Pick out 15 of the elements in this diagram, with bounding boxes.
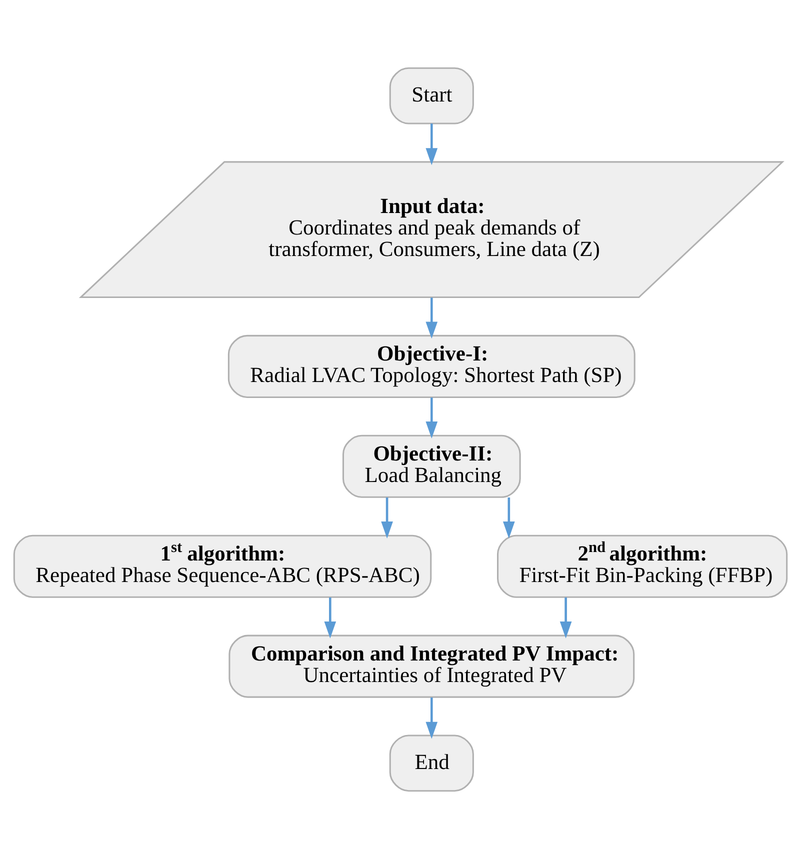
node-box: Objective-II: Load Balancing <box>342 434 521 498</box>
node-box: Objective-I: Radial LVAC Topology: Shortest Path (SP) <box>228 334 636 398</box>
node-box: 2$^{nd}$ algorithm: First-Fit Bin-Packing (FFBP) <box>496 534 788 598</box>
node-box: Start <box>389 67 474 124</box>
arrow <box>426 298 438 339</box>
arrow <box>324 597 336 638</box>
arrow <box>426 697 438 739</box>
arrow <box>502 497 515 538</box>
node-box: 1$^{st}$ algorithm: Repeated Phase Sequence-ABC (RPS-ABC) <box>13 534 432 598</box>
node-box: End <box>389 734 474 792</box>
arrow <box>381 497 393 538</box>
node-box: Comparison and Integrated PV Impact: Uncertainties of Integrated PV <box>228 634 635 698</box>
arrow <box>426 124 438 166</box>
arrow <box>426 398 438 438</box>
arrow <box>560 597 572 638</box>
